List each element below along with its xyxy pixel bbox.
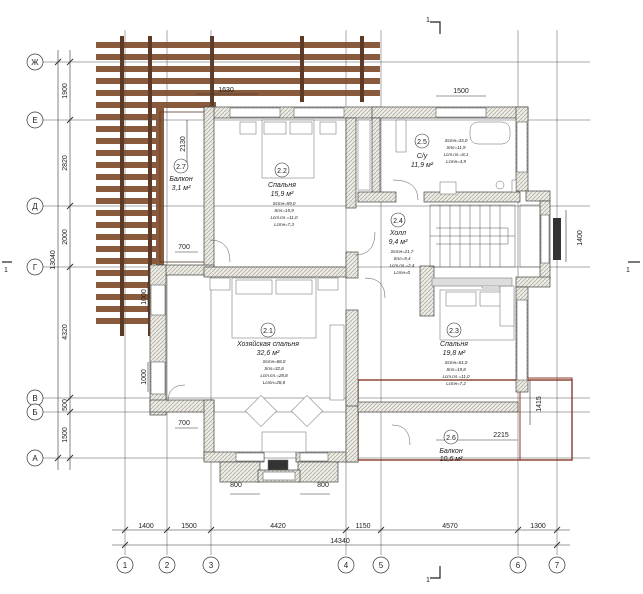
axis-label-row-e: Е (32, 116, 37, 125)
axis-label-col-2: 2 (165, 561, 170, 570)
section-mark-bottom: 1 (426, 577, 430, 584)
room-2-5-line1: Sстн=33,0 (445, 138, 468, 143)
axis-label-row-a: А (32, 454, 38, 463)
doors (167, 179, 419, 446)
room-2-2-line3: Lст.пл.=11,0 (270, 215, 298, 220)
axis-label-row-g: Г (33, 263, 38, 272)
room-2-7-number: 2.7 (176, 164, 186, 171)
section-mark-top: 1 (426, 17, 430, 24)
room-2-6-name: Балкон (439, 448, 463, 455)
dim-2215: 2215 (493, 432, 509, 439)
room-2-5-line4: Lстн=4,9 (446, 159, 466, 164)
room-2-5-area: 11,9 м² (411, 162, 434, 169)
axis-label-col-7: 7 (555, 561, 560, 570)
room-2-1-line1: Sстн=68,0 (263, 359, 286, 364)
dim-bottom-1150: 1150 (355, 523, 370, 530)
room-2-5-number: 2.5 (417, 139, 427, 146)
dim-bottom-1500: 1500 (181, 523, 197, 530)
axis-label-row-d: Д (32, 202, 38, 211)
room-2-4-line2: Sпл=9,4 (394, 256, 411, 261)
room-2-1-line4: Lстн=28,8 (263, 380, 286, 385)
room-2-3-line1: Sстн=51,0 (445, 360, 468, 365)
room-2-1-area: 32,6 м² (257, 350, 280, 357)
dim-left-4320: 4320 (62, 324, 69, 340)
room-2-2-line2: Sпл=15,9 (274, 208, 294, 213)
axis-label-row-b: Б (32, 408, 37, 417)
window-dark (553, 218, 561, 260)
dim-bottom-1400: 1400 (138, 523, 154, 530)
windows (150, 107, 550, 481)
dim-top-1500: 1500 (453, 88, 469, 95)
room-number-bubbles (173, 133, 462, 445)
dim-1000-lower: 1000 (141, 369, 148, 385)
room-2-7-area: 3,1 м² (172, 185, 191, 192)
dim-bottom-total: 14340 (330, 538, 350, 545)
section-marks (2, 21, 640, 579)
room-2-1-number: 2.1 (263, 328, 273, 335)
room-2-4-number: 2.4 (393, 218, 403, 225)
dim-bottom-1300: 1300 (530, 523, 546, 530)
room-2-3-name: Спальня (440, 341, 468, 348)
axis-label-col-5: 5 (379, 561, 384, 570)
room-2-5-name: С/у (417, 153, 428, 160)
room-2-3-line3: Lст.пл.=11,0 (442, 374, 470, 379)
dim-1415: 1415 (536, 396, 543, 412)
room-2-5-line2: Sпл=11,9 (446, 145, 466, 150)
room-2-3-area: 19,8 м² (443, 350, 466, 357)
room-2-1-line2: Sпл=32,6 (264, 366, 284, 371)
dim-2130: 2130 (180, 136, 187, 152)
room-2-2-number: 2.2 (277, 168, 287, 175)
room-2-4-name: Холл (389, 230, 406, 237)
axis-bubbles (26, 53, 566, 574)
room-2-1-line3: Lст.пл.=28,8 (260, 373, 288, 378)
room-2-7-name: Балкон (169, 176, 193, 183)
room-2-6-number: 2.6 (446, 435, 456, 442)
dim-800-right: 800 (317, 482, 329, 489)
room-2-3-line4: Lстн=7,2 (446, 381, 466, 386)
room-2-4-line3: Lст.пл.=2,4 (390, 263, 415, 268)
room-2-3-number: 2.3 (449, 328, 459, 335)
axis-label-col-1: 1 (123, 561, 128, 570)
room-2-2-area: 15,9 м² (271, 191, 294, 198)
axis-label-col-6: 6 (516, 561, 521, 570)
room-2-5-line3: Lст.пл.=8,1 (444, 152, 469, 157)
axis-label-col-3: 3 (209, 561, 214, 570)
room-2-2-line4: Lстн=7,3 (274, 222, 294, 227)
room-2-4-line1: Sстн=21,7 (391, 249, 414, 254)
dim-left-2000: 2000 (62, 229, 69, 245)
room-2-2-line1: Sстн=59,0 (273, 201, 296, 206)
axis-label-col-4: 4 (344, 561, 349, 570)
room-2-1-name: Хозяйская спальня (236, 340, 299, 348)
room-2-6-area: 10,6 м² (440, 456, 463, 463)
dimension-lines (54, 50, 570, 549)
axis-label-row-zh: Ж (31, 58, 39, 67)
dim-1000-upper: 1000 (141, 289, 148, 305)
dim-left-total: 13040 (50, 250, 57, 270)
section-mark-left: 1 (4, 267, 8, 274)
section-mark-right: 1 (626, 267, 630, 274)
room-2-4-area: 9,4 м² (389, 239, 408, 246)
axis-label-row-v: В (32, 394, 37, 403)
dim-700-upper: 700 (178, 244, 190, 251)
dim-800-left: 800 (230, 482, 242, 489)
dim-left-500: 500 (62, 399, 69, 411)
dim-bottom-4420: 4420 (270, 523, 286, 530)
dim-left-1500: 1500 (62, 427, 69, 443)
dim-bottom-4570: 4570 (442, 523, 458, 530)
dim-left-2820: 2820 (62, 155, 69, 171)
dim-1400: 1400 (577, 230, 584, 246)
dim-left-1900: 1900 (62, 83, 69, 99)
stairs (429, 204, 541, 268)
room-2-3-line2: Sпл=19,8 (446, 367, 466, 372)
room-2-4-line4: Lстн=0 (394, 270, 411, 275)
dim-700-lower: 700 (178, 420, 190, 427)
dim-top-1630: 1630 (218, 87, 234, 94)
room-2-2-name: Спальня (268, 182, 296, 189)
furniture (209, 119, 517, 471)
